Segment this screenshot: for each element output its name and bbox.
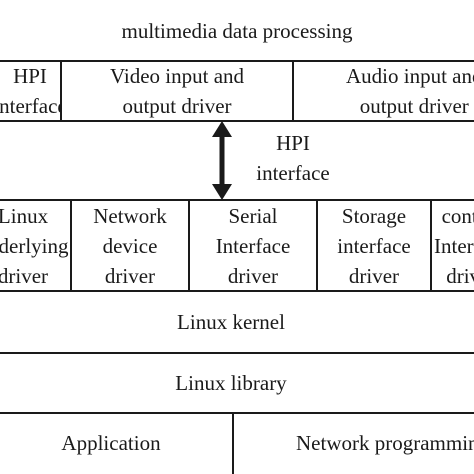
apps-row: Application Network programming bbox=[0, 412, 474, 474]
storage-interface-driver-box: Storage interface driver bbox=[316, 199, 432, 292]
linux-kernel-label: Linux kernel bbox=[177, 310, 285, 334]
serial-interface-driver-box: Serial Interface driver bbox=[188, 199, 318, 292]
top-title: multimedia data processing bbox=[121, 19, 353, 43]
video-driver-label: Video input and output driver bbox=[109, 64, 245, 118]
application-box: Application bbox=[0, 412, 234, 474]
linux-kernel-box: Linux kernel bbox=[0, 290, 474, 354]
linux-underlying-driver-label: Linux underlying driver bbox=[0, 203, 69, 288]
network-programming-label: Network programming bbox=[296, 431, 474, 455]
hpi-interface-label-mid: HPI interface bbox=[256, 131, 330, 185]
audio-driver-box: Audio input and output driver bbox=[292, 60, 474, 122]
network-device-driver-box: Network device driver bbox=[70, 199, 190, 292]
video-driver-box: Video input and output driver bbox=[60, 60, 294, 122]
network-programming-box: Network programming bbox=[232, 412, 474, 474]
network-device-driver-label: Network device driver bbox=[93, 203, 167, 288]
audio-driver-label: Audio input and output driver bbox=[346, 64, 474, 118]
hpi-interface-label: HPI interface bbox=[0, 64, 60, 118]
storage-interface-driver-label: Storage interface driver bbox=[337, 203, 411, 288]
serial-interface-driver-label: Serial Interface driver bbox=[215, 203, 291, 288]
application-label: Application bbox=[61, 431, 161, 455]
control-interface-driver-box: control Interface driver bbox=[430, 199, 474, 292]
linux-library-label: Linux library bbox=[175, 371, 287, 395]
control-interface-driver-label: control Interface driver bbox=[434, 203, 474, 288]
linux-library-box: Linux library bbox=[0, 352, 474, 414]
top-driver-row: HPI interface Video input and output dri… bbox=[0, 60, 474, 122]
linux-underlying-driver-box: Linux underlying driver bbox=[0, 199, 72, 292]
mid-driver-row: Linux underlying driver Network device d… bbox=[0, 199, 474, 292]
